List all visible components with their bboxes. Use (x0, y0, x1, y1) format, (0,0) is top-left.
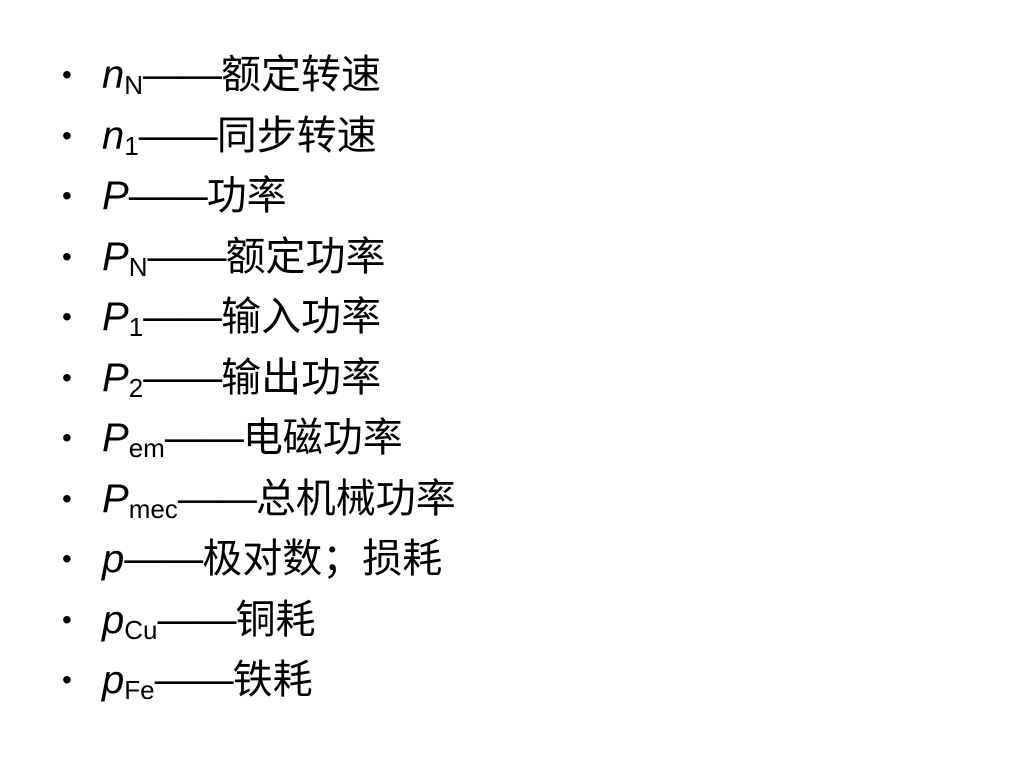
list-item: • Pmec——总机械功率 (62, 469, 456, 530)
list-item: • P1——输入功率 (62, 287, 456, 348)
symbol-subscript: N (128, 251, 148, 282)
bullet-icon: • (62, 361, 72, 393)
symbol-subscript: mec (128, 493, 178, 524)
symbol-list: •nN——额定转速 •n1——同步转速 •P——功率 •PN——额定功率 •P1… (62, 45, 456, 711)
description: 额定转速 (221, 52, 382, 98)
symbol: p (102, 537, 125, 581)
description: 铁耗 (232, 657, 313, 703)
description: 极对数；损耗 (202, 536, 443, 582)
list-item: • pCu——铜耗 (62, 590, 456, 651)
description: 功率 (206, 173, 287, 219)
symbol: P (102, 355, 129, 400)
list-item: • p——极对数；损耗 (62, 529, 456, 590)
bullet-icon: • (62, 240, 72, 272)
symbol: P (102, 295, 129, 339)
description: 同步转速 (216, 112, 377, 159)
description: 额定功率 (225, 233, 386, 280)
list-item: • Pem——电磁功率 (62, 408, 456, 469)
symbol-subscript: Fe (124, 675, 155, 705)
symbol: p (102, 597, 125, 642)
bullet-icon: • (62, 59, 72, 90)
bullet-icon: • (62, 543, 72, 574)
description: 输入功率 (221, 294, 382, 340)
list-item: • PN——额定功率 (62, 227, 456, 288)
list-item: • pFe——铁耗 (62, 650, 456, 711)
bullet-icon: • (62, 119, 72, 151)
symbol-subscript: 1 (128, 312, 144, 342)
symbol-subscript: 1 (124, 130, 139, 161)
description: 输出功率 (221, 354, 382, 401)
description: 电磁功率 (242, 415, 403, 461)
dash-separator: —— (143, 53, 222, 97)
dash-separator: —— (128, 174, 208, 218)
symbol: p (102, 658, 125, 702)
bullet-icon: • (62, 603, 72, 635)
symbol-subscript: N (124, 70, 144, 100)
dash-separator: —— (177, 476, 257, 521)
symbol: P (102, 416, 129, 460)
bullet-icon: • (62, 180, 72, 211)
bullet-icon: • (62, 482, 72, 514)
symbol: n (102, 113, 125, 158)
dash-separator: —— (154, 658, 234, 702)
dash-separator: —— (147, 234, 226, 279)
bullet-icon: • (62, 422, 72, 453)
list-item: • n1——同步转速 (62, 106, 456, 167)
symbol-subscript: em (128, 433, 165, 463)
dash-separator: —— (124, 537, 203, 581)
description: 铜耗 (235, 596, 316, 643)
symbol: P (102, 174, 129, 218)
symbol: n (102, 53, 125, 97)
dash-separator: —— (138, 113, 218, 158)
description: 总机械功率 (255, 475, 456, 522)
list-item: • P——功率 (62, 166, 456, 227)
symbol-subscript: Cu (124, 614, 158, 645)
dash-separator: —— (157, 597, 237, 642)
bullet-icon: • (62, 301, 72, 332)
dash-separator: —— (143, 355, 222, 400)
symbol: P (102, 476, 129, 521)
list-item: • nN——额定转速 (62, 45, 456, 106)
bullet-icon: • (62, 664, 72, 695)
list-item: • P2——输出功率 (62, 348, 456, 409)
dash-separator: —— (164, 416, 244, 460)
symbol-subscript: 2 (128, 372, 144, 403)
symbol: P (102, 234, 129, 279)
dash-separator: —— (143, 295, 222, 339)
